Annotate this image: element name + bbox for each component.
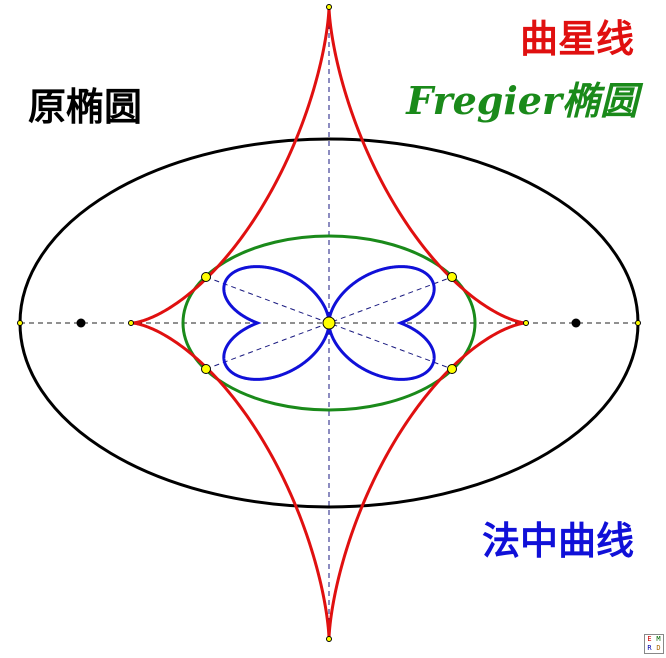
center-point <box>322 316 336 330</box>
normal-midpoint-curve <box>222 265 436 381</box>
left-vertex-point <box>17 320 23 326</box>
astroid-label: 曲星线 <box>519 16 634 61</box>
left-focus-point <box>76 318 86 328</box>
right-vertex-point <box>635 320 641 326</box>
intersection-point-lower-right <box>447 364 457 374</box>
diagonal-line-1 <box>205 276 453 370</box>
logo-letter: E <box>647 635 652 643</box>
logo-letter: M <box>656 635 661 643</box>
right-focus-point <box>571 318 581 328</box>
astroid-bottom-cusp-point <box>326 636 332 642</box>
fregier-ellipse-label: Fregier椭圆 <box>406 78 638 123</box>
intersection-point-lower-left <box>201 364 211 374</box>
astroid-top-cusp-point <box>326 4 332 10</box>
logo-letter: R <box>647 644 652 652</box>
fregier-ellipse <box>181 234 477 412</box>
astroid-left-cusp-point <box>128 320 134 326</box>
astroid-right-cusp-point <box>523 320 529 326</box>
logo-icon: E M R D <box>644 634 664 654</box>
diagonal-line-2 <box>205 276 453 370</box>
logo-letter: D <box>656 644 661 652</box>
intersection-point-upper-right <box>447 272 457 282</box>
normal-curve-label: 法中曲线 <box>481 518 634 563</box>
original-ellipse-label: 原椭圆 <box>28 84 143 129</box>
intersection-point-upper-left <box>201 272 211 282</box>
